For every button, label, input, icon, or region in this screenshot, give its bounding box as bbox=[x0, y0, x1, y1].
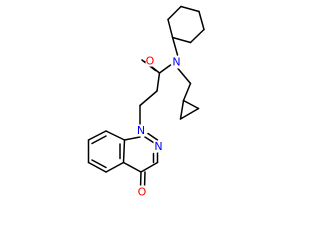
bond bbox=[139, 90, 158, 107]
bond bbox=[105, 130, 126, 141]
bond bbox=[122, 161, 142, 173]
bond bbox=[189, 28, 205, 44]
bond bbox=[143, 171, 146, 189]
amide-nitrogen-label: N bbox=[172, 56, 180, 69]
bond bbox=[122, 139, 126, 164]
pyridazinone-ring bbox=[122, 132, 159, 189]
bond bbox=[140, 161, 159, 173]
cyclopropyl-group bbox=[179, 82, 200, 120]
ring-nitrogen-2-label: N bbox=[154, 140, 162, 153]
bond bbox=[182, 82, 192, 102]
cyclohexyl-ring bbox=[167, 5, 205, 44]
bond bbox=[139, 171, 142, 189]
bond bbox=[147, 132, 159, 141]
bond bbox=[123, 136, 141, 141]
ring-nitrogen-1-label: N bbox=[137, 124, 145, 137]
ketone-oxygen-label: O bbox=[138, 186, 147, 199]
bond bbox=[91, 159, 107, 169]
amide-bonds bbox=[139, 36, 192, 126]
bond bbox=[167, 5, 182, 21]
structure-canvas: O N N N O bbox=[87, 5, 205, 199]
bond bbox=[91, 135, 107, 145]
bond bbox=[179, 99, 185, 120]
molecule-drawing: O N N N O bbox=[87, 5, 205, 199]
bond bbox=[158, 64, 172, 74]
bond bbox=[180, 5, 200, 13]
bond bbox=[167, 18, 174, 39]
bond bbox=[156, 72, 161, 92]
bond bbox=[176, 67, 192, 85]
bond bbox=[182, 99, 200, 110]
bond bbox=[87, 130, 107, 141]
amide-oxygen-label: O bbox=[146, 55, 155, 68]
bond bbox=[171, 36, 179, 56]
bond bbox=[179, 107, 200, 120]
atom-labels: O N N N O bbox=[136, 54, 182, 199]
bond bbox=[198, 10, 205, 31]
bond bbox=[171, 36, 192, 44]
bond bbox=[87, 161, 107, 173]
benzo-ring bbox=[87, 130, 126, 173]
bond bbox=[105, 161, 125, 173]
